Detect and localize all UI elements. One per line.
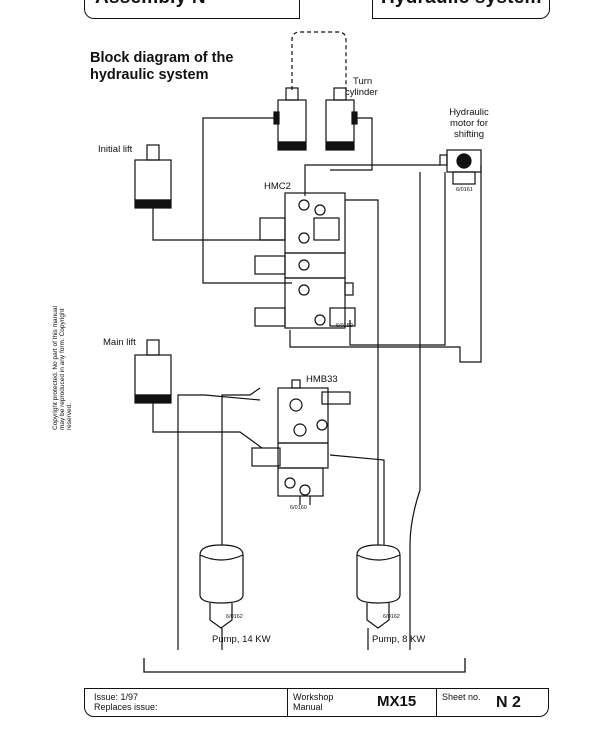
ref-pump-left: 6/0162 — [226, 614, 243, 620]
header-assembly-box: Assembly N — [84, 0, 300, 19]
footer-manual: Manual — [293, 702, 323, 712]
footer-sheet-no: N 2 — [496, 694, 521, 711]
footer-manual-cell: Workshop Manual MX15 — [288, 689, 437, 716]
hydraulic-motor — [439, 149, 482, 185]
ref-hmc2: 6/0159 — [336, 323, 353, 329]
footer-issue-cell: Issue: 1/97 Replaces issue: — [85, 689, 288, 716]
ref-motor: 6/0161 — [456, 187, 473, 193]
ref-hmb33: 6/0160 — [290, 505, 307, 511]
pump-right — [356, 544, 401, 629]
hmb33-label: HMB33 — [306, 374, 338, 385]
diagram-title-line1: Block diagram of the — [90, 50, 234, 66]
footer-issue: Issue: 1/97 — [94, 692, 139, 702]
diagram-title-line2: hydraulic system — [90, 67, 209, 83]
hmc2-label: HMC2 — [264, 181, 291, 192]
footer-replaces: Replaces issue: — [94, 702, 158, 712]
turn-cylinder-right — [325, 87, 358, 151]
pump-left — [199, 544, 244, 629]
diagram-title: Block diagram of the hydraulic system — [90, 50, 233, 84]
copyright-notice: Copyright protected. No part of this man… — [52, 306, 73, 430]
main-lift-cylinder — [134, 339, 172, 404]
hmc2-valve-block — [254, 192, 356, 329]
turn-cylinder-label: Turn cylinder — [345, 76, 378, 98]
hydraulic-motor-label: Hydraulic motor for shifting — [449, 107, 489, 140]
main-lift-label: Main lift — [103, 337, 136, 348]
pump-left-label: Pump, 14 KW — [212, 634, 271, 645]
header-section-title: Hydraulic system — [381, 0, 542, 9]
footer-workshop: Workshop — [293, 692, 334, 702]
header-assembly-title: Assembly N — [95, 0, 206, 9]
turn-cylinder-left — [273, 87, 307, 151]
pump-right-label: Pump, 8 KW — [372, 634, 426, 645]
footer-model: MX15 — [377, 693, 417, 710]
footer-box: Issue: 1/97 Replaces issue: Workshop Man… — [84, 688, 549, 717]
footer-sheet-label: Sheet no. — [442, 692, 481, 702]
initial-lift-cylinder — [134, 144, 172, 209]
header-section-box: Hydraulic system — [372, 0, 550, 19]
hmb33-valve-block — [251, 379, 351, 497]
ref-pump-right: 6/0162 — [383, 614, 400, 620]
initial-lift-label: Initial lift — [98, 144, 133, 155]
